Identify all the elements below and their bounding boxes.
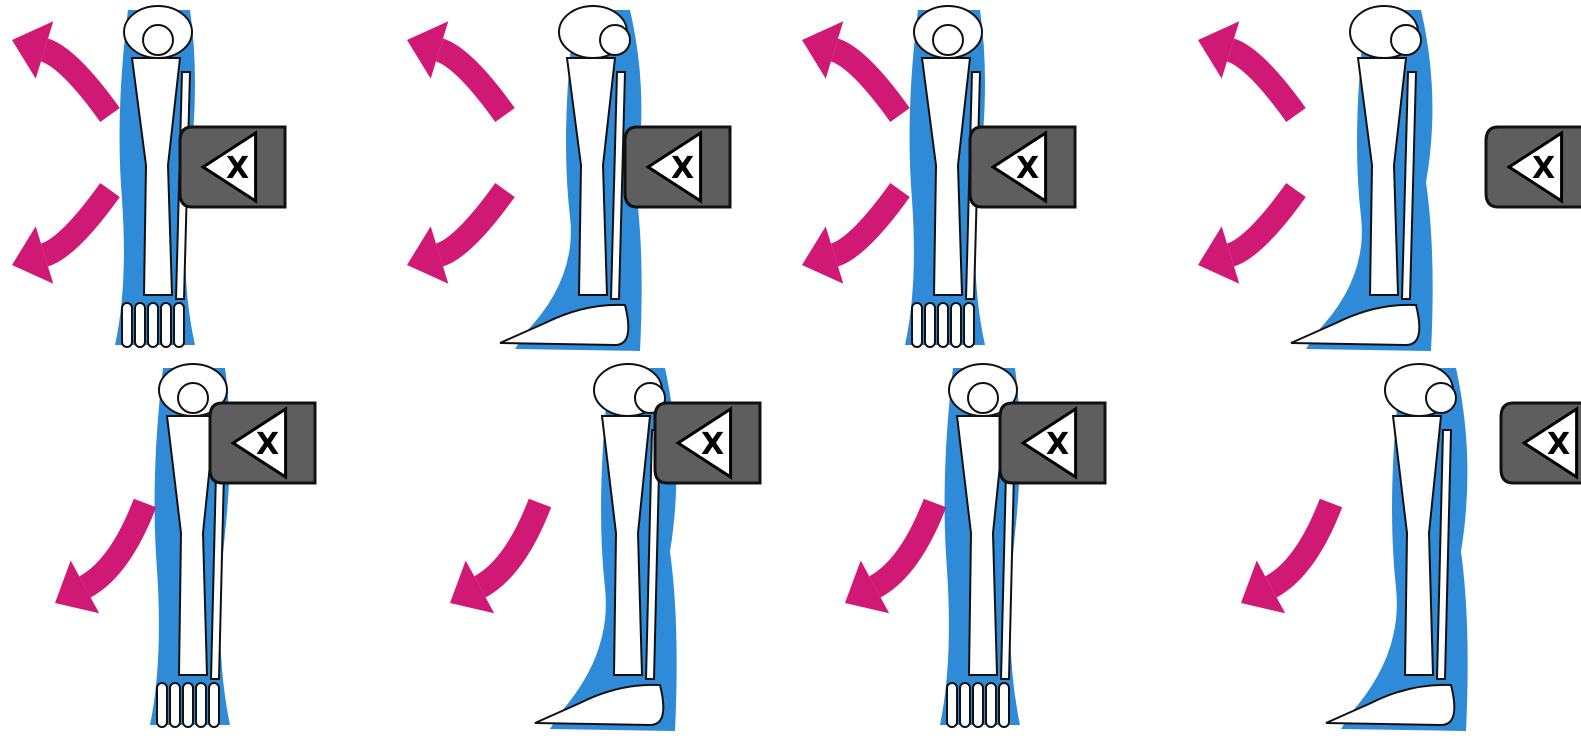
- patella: [178, 383, 208, 413]
- toe-bone: [938, 303, 948, 347]
- arrow-icon: [12, 190, 110, 284]
- arrow-shaft: [440, 190, 505, 255]
- arrow-shaft: [440, 50, 505, 115]
- arrow-icon: [407, 190, 505, 284]
- arrow-shaft: [85, 503, 145, 587]
- arrow-shaft: [480, 503, 540, 587]
- arrow-shaft: [835, 190, 900, 255]
- arrow-icon: [450, 503, 540, 613]
- plate-label: X: [1016, 151, 1039, 186]
- toe-bone: [196, 683, 206, 727]
- toe-bone: [964, 303, 974, 347]
- toe-bone: [999, 683, 1009, 727]
- foot-anterior: [157, 683, 219, 727]
- foot-anterior: [947, 683, 1009, 727]
- panel: X: [450, 364, 760, 731]
- toe-bone: [183, 683, 193, 727]
- toe-bone: [157, 683, 167, 727]
- x-ray-plate-icon: X: [1000, 403, 1105, 483]
- leg-lateral-view: [500, 6, 642, 351]
- arrow-icon: [1198, 21, 1296, 115]
- patella: [1391, 25, 1421, 55]
- plate-label: X: [1532, 151, 1555, 186]
- arrow-icon: [12, 21, 110, 115]
- arrow-shaft: [45, 50, 110, 115]
- toe-bone: [122, 303, 132, 347]
- plate-label: X: [701, 427, 724, 462]
- arrow-icon: [1241, 503, 1331, 613]
- toe-bone: [973, 683, 983, 727]
- toe-bone: [986, 683, 996, 727]
- foot-anterior: [912, 303, 974, 347]
- arrow-shaft: [875, 503, 935, 587]
- x-ray-plate-icon: X: [655, 403, 760, 483]
- x-ray-plate-icon: X: [625, 127, 730, 207]
- toe-bone: [947, 683, 957, 727]
- arrow-icon: [802, 21, 900, 115]
- plate-label: X: [671, 151, 694, 186]
- plate-label: X: [1547, 427, 1570, 462]
- toe-bone: [960, 683, 970, 727]
- toe-bone: [912, 303, 922, 347]
- foot-anterior: [122, 303, 184, 347]
- toe-bone: [161, 303, 171, 347]
- patella: [1426, 383, 1456, 413]
- toe-bone: [209, 683, 219, 727]
- arrow-shaft: [1271, 503, 1331, 587]
- x-ray-plate-icon: X: [1501, 403, 1581, 483]
- arrow-shaft: [1231, 190, 1296, 255]
- toe-bone: [951, 303, 961, 347]
- arrow-shaft: [45, 190, 110, 255]
- panel: X: [55, 364, 315, 727]
- patella: [933, 25, 963, 55]
- toe-bone: [174, 303, 184, 347]
- panel: X: [802, 6, 1075, 347]
- arrow-icon: [1198, 190, 1296, 284]
- panel: X: [1241, 364, 1581, 731]
- panel: X: [845, 364, 1105, 727]
- leg-lateral-view: [1291, 6, 1433, 351]
- x-ray-plate-icon: X: [970, 127, 1075, 207]
- arrow-icon: [407, 21, 505, 115]
- arrow-shaft: [835, 50, 900, 115]
- arrow-icon: [55, 503, 145, 613]
- x-ray-plate-icon: X: [180, 127, 285, 207]
- x-ray-plate-icon: X: [1486, 127, 1581, 207]
- panel: X: [1198, 6, 1581, 351]
- panel: X: [12, 6, 285, 347]
- leg-lateral-view: [1326, 364, 1468, 731]
- plate-label: X: [226, 151, 249, 186]
- arrow-shaft: [1231, 50, 1296, 115]
- x-ray-plate-icon: X: [210, 403, 315, 483]
- patella: [600, 25, 630, 55]
- plate-label: X: [1046, 427, 1069, 462]
- plate-label: X: [256, 427, 279, 462]
- toe-bone: [135, 303, 145, 347]
- arrow-icon: [802, 190, 900, 284]
- toe-bone: [170, 683, 180, 727]
- patella: [143, 25, 173, 55]
- toe-bone: [148, 303, 158, 347]
- arrow-icon: [845, 503, 935, 613]
- toe-bone: [925, 303, 935, 347]
- patella: [968, 383, 998, 413]
- panel: X: [407, 6, 730, 351]
